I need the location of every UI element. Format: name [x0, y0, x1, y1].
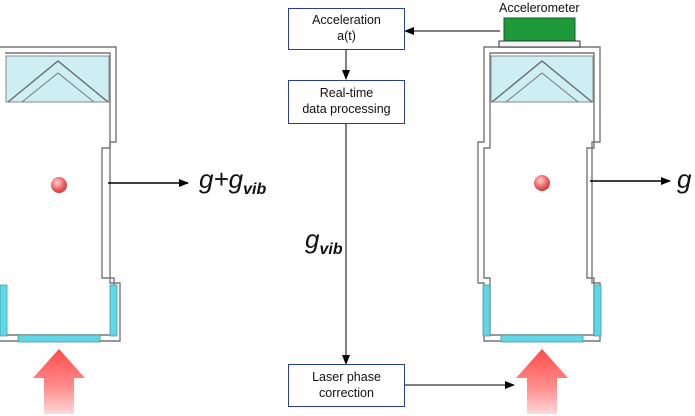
acceleration-box: Acceleration a(t) — [288, 8, 405, 50]
processing-box-line1: Real-time — [319, 86, 374, 101]
left-retroreflector-housing — [5, 55, 110, 103]
laser-box-line1: Laser phase — [312, 369, 381, 384]
right-bottom-window — [500, 334, 584, 343]
left-bottom-window — [17, 334, 101, 343]
accelerometer — [498, 17, 581, 48]
right-laser-arrow — [516, 349, 568, 414]
left-laser-arrow — [33, 349, 85, 414]
gvib-signal-label: gvib — [305, 224, 343, 258]
right-chamber-outline-outer — [477, 46, 601, 342]
gvib-signal-label-base: g — [305, 224, 320, 254]
left-bottom-window-right — [109, 284, 118, 337]
laser-correction-box: Laser phase correction — [288, 364, 405, 407]
right-atom-cloud — [534, 175, 550, 191]
left-atom-cloud — [51, 177, 67, 193]
right-retroreflector — [491, 60, 593, 103]
left-gravimeter — [0, 46, 189, 414]
right-output-label-base: g — [677, 164, 692, 194]
left-chamber-outline-outer — [0, 46, 121, 342]
acceleration-box-line1: Acceleration — [312, 13, 381, 28]
left-output-label-sub: vib — [243, 181, 267, 198]
accelerometer-body — [503, 17, 576, 43]
right-bottom-window-left — [482, 284, 491, 337]
left-output-label: g+gvib — [199, 164, 267, 198]
left-output-label-base: g+g — [199, 164, 244, 194]
accelerometer-label: Accelerometer — [499, 1, 580, 15]
right-chamber-outline-inner — [483, 52, 595, 336]
processing-box: Real-time data processing — [288, 80, 405, 124]
acceleration-box-line2: a(t) — [337, 29, 356, 43]
right-gravimeter — [477, 46, 671, 414]
gvib-signal-label-sub: vib — [319, 241, 343, 258]
processing-box-line2: data processing — [302, 102, 391, 116]
laser-box-line2: correction — [319, 385, 374, 400]
right-output-label: g — [677, 164, 691, 195]
left-bottom-window-left — [0, 284, 8, 337]
right-bottom-window-right — [593, 284, 602, 337]
right-retroreflector-housing — [490, 55, 594, 103]
accelerometer-base — [498, 40, 581, 48]
left-retroreflector — [7, 60, 109, 103]
